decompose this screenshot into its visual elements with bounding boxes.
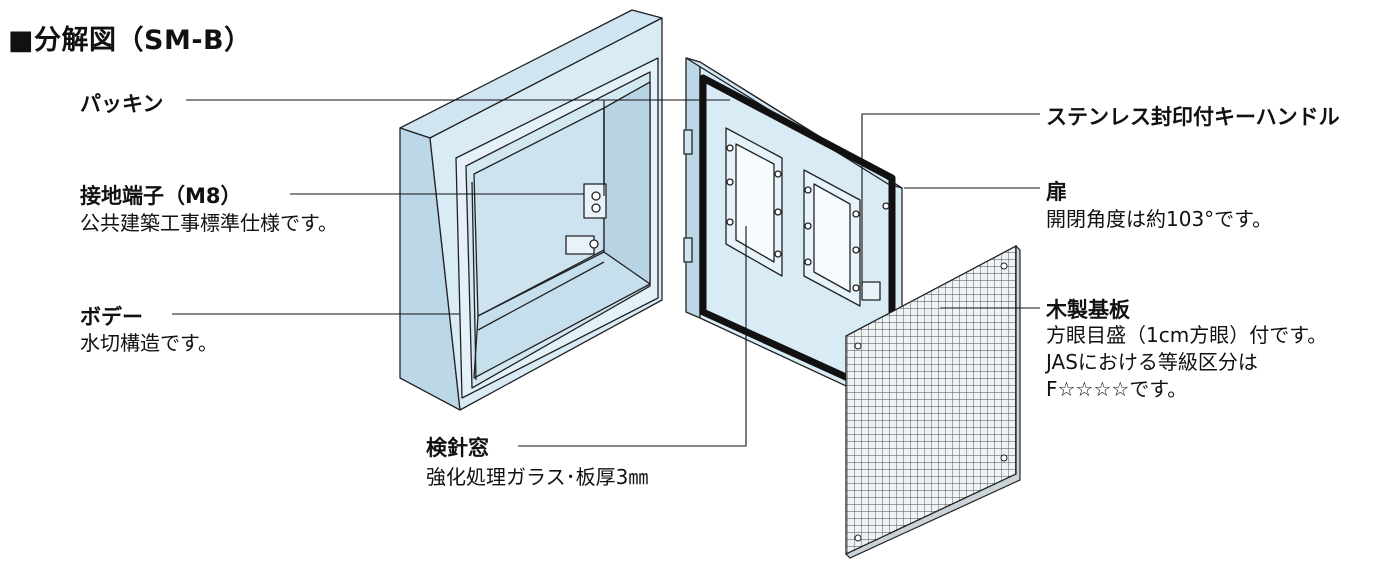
ground-terminal-desc: 公共建築工事標準仕様です。 <box>80 211 338 235</box>
body-box <box>399 9 663 411</box>
door-label: 扉 <box>1046 180 1067 204</box>
door-panel <box>683 57 903 413</box>
ground-terminal-label: 接地端子（M8） <box>80 184 242 208</box>
meter-window-label: 検針窓 <box>426 436 489 460</box>
meter-window-desc: 強化処理ガラス･板厚3㎜ <box>426 465 649 489</box>
body-label: ボデー <box>80 305 143 329</box>
page-title: ■分解図（SM-B） <box>8 25 252 56</box>
key-handle-label: ステンレス封印付キーハンドル <box>1046 105 1340 129</box>
packing-label: パッキン <box>80 92 164 116</box>
leader-lines <box>172 99 1040 447</box>
wooden-board-label: 木製基板 <box>1046 298 1130 322</box>
wooden-board <box>845 244 1021 559</box>
body-desc: 水切構造です。 <box>80 331 218 355</box>
door-desc: 開閉角度は約103°です。 <box>1046 207 1273 231</box>
wooden-board-desc: 方眼目盛（1cm方眼）付です。 JASにおける等級区分は F☆☆☆☆です。 <box>1046 323 1328 401</box>
